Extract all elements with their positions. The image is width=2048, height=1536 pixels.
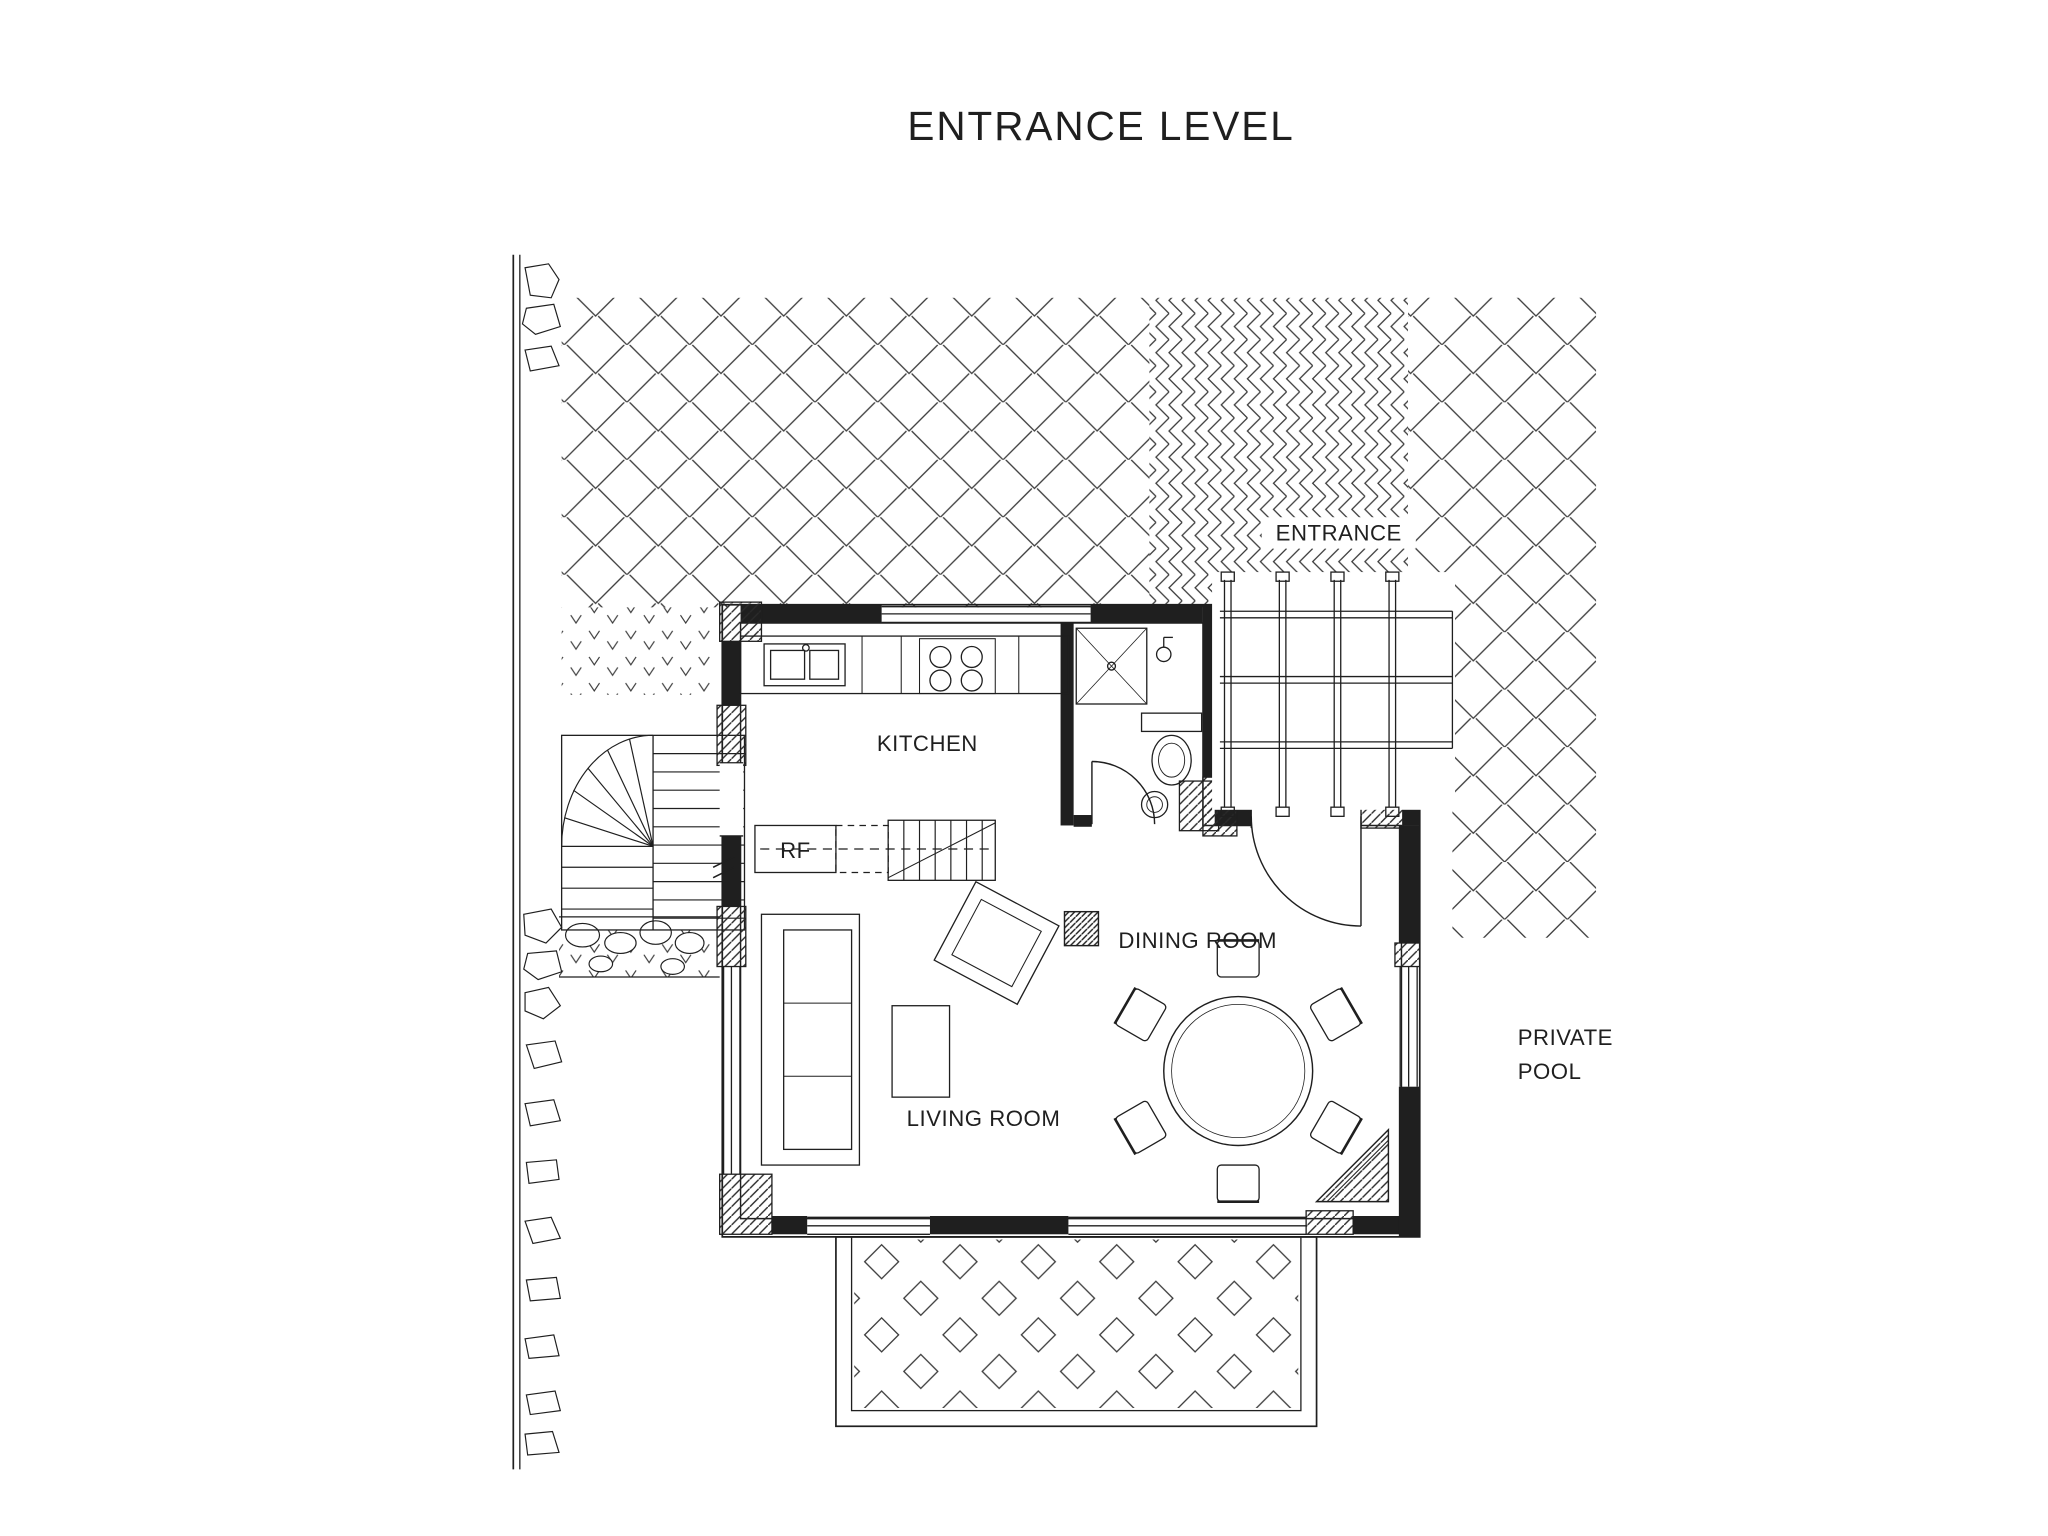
refrigerator-label: RF bbox=[780, 838, 811, 863]
living-room-label: LIVING ROOM bbox=[907, 1106, 1061, 1131]
sofa bbox=[760, 913, 861, 1166]
wall-break-symbol bbox=[712, 856, 735, 879]
wall-solid-segments bbox=[722, 604, 1420, 1237]
column bbox=[1063, 910, 1100, 947]
dining-chairs bbox=[1113, 939, 1363, 1203]
coffee-table bbox=[891, 1005, 951, 1098]
armchair bbox=[933, 880, 1060, 1006]
refrigerator bbox=[754, 824, 837, 874]
interior-stairs bbox=[887, 819, 996, 881]
entrance-label-bg bbox=[1261, 517, 1416, 549]
entrance-porch bbox=[1212, 571, 1456, 817]
entrance-label: ENTRANCE bbox=[1276, 521, 1402, 546]
pergola-beams bbox=[1219, 571, 1454, 817]
entrance-paving-herringbone bbox=[1149, 297, 1408, 608]
site-boundary-wall bbox=[512, 254, 705, 1470]
living-room-furniture bbox=[760, 880, 1100, 1166]
window-living-left bbox=[722, 966, 741, 1175]
stair-winder-fan bbox=[561, 734, 654, 847]
toilet bbox=[1140, 712, 1203, 786]
stove-burners bbox=[918, 638, 996, 695]
kitchen-fixtures bbox=[739, 635, 1070, 695]
house-walls bbox=[712, 601, 1421, 1238]
windows bbox=[722, 606, 1418, 1235]
private-pool-label-line2: POOL bbox=[1518, 1059, 1582, 1084]
stair-treads-lower bbox=[561, 866, 654, 910]
shower bbox=[1075, 627, 1148, 705]
bathroom-fixtures bbox=[1075, 627, 1203, 819]
dining-table bbox=[1163, 995, 1314, 1147]
kitchen-sink bbox=[763, 643, 846, 687]
shower-head-icon bbox=[1155, 636, 1173, 663]
boundary-stones bbox=[521, 263, 563, 1456]
window-kitchen-top bbox=[881, 606, 1091, 624]
corner-fireplace bbox=[1314, 1128, 1390, 1203]
dining-room-label: DINING ROOM bbox=[1118, 928, 1277, 953]
page-title: ENTRANCE LEVEL bbox=[907, 103, 1294, 149]
dining-room-furniture bbox=[1113, 939, 1390, 1203]
terrace bbox=[835, 1236, 1318, 1428]
interior-stair-zone bbox=[754, 819, 996, 881]
washbasin bbox=[1140, 790, 1169, 819]
door-swings bbox=[1091, 760, 1362, 927]
window-living-bottom bbox=[807, 1216, 930, 1235]
private-pool-label-line1: PRIVATE bbox=[1518, 1025, 1613, 1050]
sliding-door-bottom bbox=[1068, 1216, 1307, 1235]
front-door bbox=[1250, 816, 1362, 927]
terrace-paving bbox=[854, 1239, 1299, 1408]
terrain-grass-upper bbox=[561, 607, 712, 695]
kitchen-label: KITCHEN bbox=[877, 731, 978, 756]
terrain-hatch-left bbox=[561, 297, 1150, 608]
labels: ENTRANCE LEVEL ENTRANCE KITCHEN RF DININ… bbox=[780, 103, 1613, 1131]
kitchen-counter bbox=[739, 635, 1070, 695]
window-dining-right bbox=[1399, 966, 1418, 1087]
